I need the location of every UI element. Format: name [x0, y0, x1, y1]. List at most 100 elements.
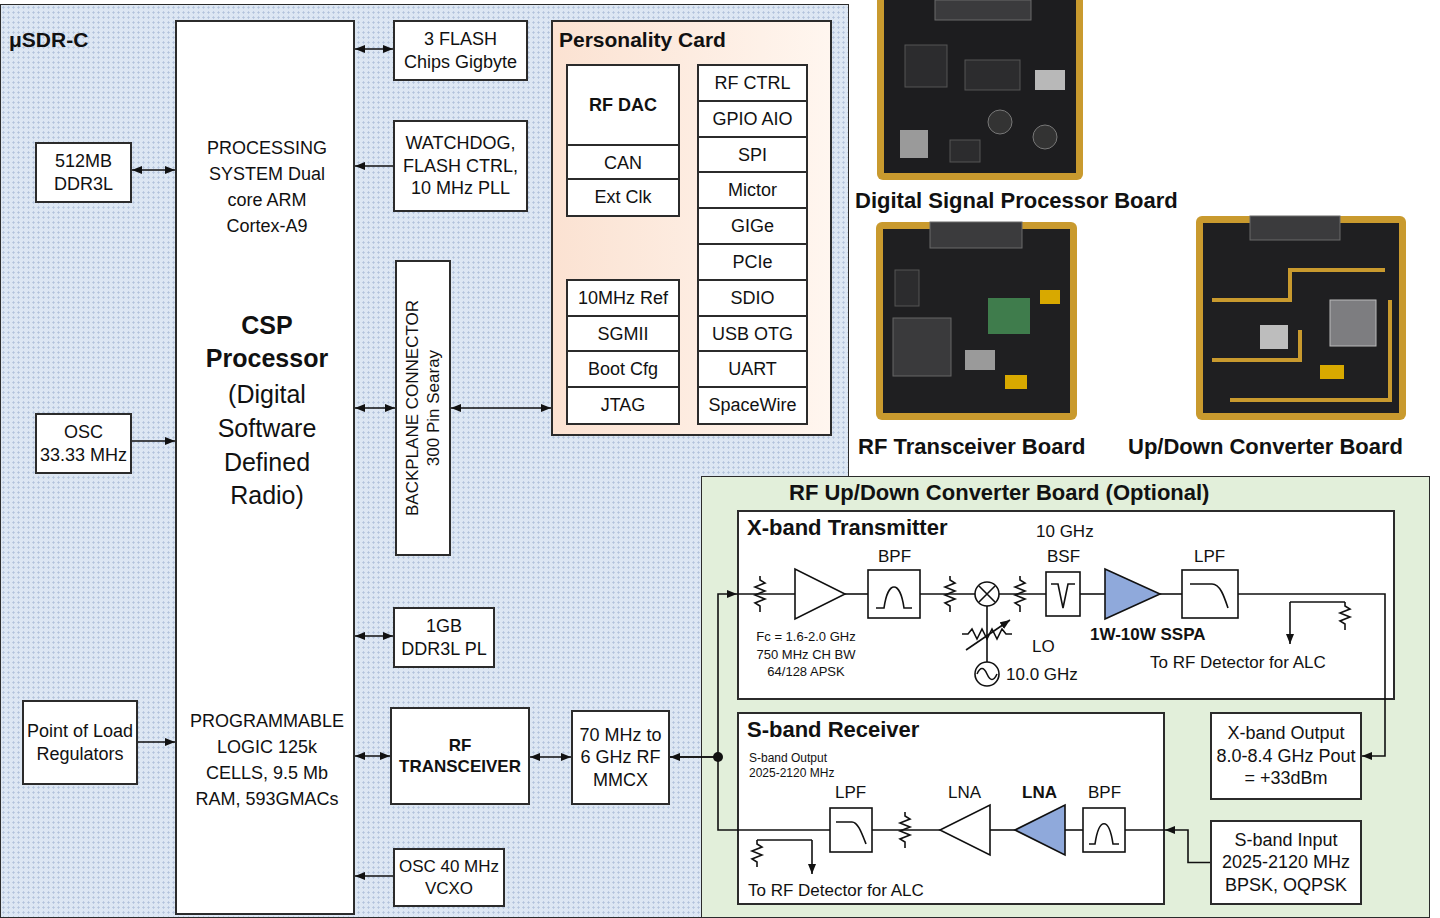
box-label: PROCESSING SYSTEM Dual core ARM Cortex-A… — [197, 135, 337, 239]
signal-note: To RF Detector for ALC — [748, 880, 924, 901]
module — [988, 298, 1030, 334]
detector-tap — [1289, 602, 1291, 644]
box-label: 10MHz Ref — [578, 287, 668, 310]
lna-symbol — [940, 805, 990, 855]
interface-cell: RF DAC — [566, 64, 680, 146]
interface-cell: SDIO — [697, 279, 808, 318]
oscillator-box: OSC 33.33 MHz — [35, 413, 132, 474]
rf-line — [737, 593, 795, 595]
junction-dot — [713, 752, 723, 762]
box-label: S-band Receiver — [747, 716, 919, 744]
board-body — [884, 0, 1076, 173]
part-label: BSF — [1047, 546, 1080, 567]
box-label: 3 FLASH Chips Gigbyte — [401, 28, 520, 73]
inductor — [988, 110, 1012, 134]
filter-curve — [876, 587, 912, 608]
board-connector — [935, 0, 1031, 20]
chip — [893, 318, 951, 376]
memory-box: 512MB DDR3L — [35, 142, 132, 203]
spec-note: S-band Output 2025-2120 MHz — [749, 751, 849, 781]
power-amplifier-symbol — [1105, 569, 1160, 619]
box-label: μSDR-C — [9, 27, 88, 53]
box-label: USB OTG — [712, 323, 793, 346]
filter-curve — [1051, 584, 1075, 608]
box-label: Point of Load Regulators — [26, 720, 134, 765]
lna-symbol — [1015, 805, 1065, 855]
board-connector — [930, 222, 1022, 248]
capacitor — [1320, 365, 1344, 379]
rf-transceiver-board-photo — [876, 222, 1077, 420]
variable-arrow — [966, 620, 1010, 650]
connector — [355, 165, 393, 167]
mixer-cross — [979, 586, 995, 602]
interface-cell: RF CTRL — [697, 64, 808, 103]
box-label: GIGe — [731, 215, 774, 238]
interface-cell: SGMII — [566, 315, 680, 354]
box-label: SPI — [738, 144, 767, 167]
chip — [1330, 300, 1376, 346]
connector — [355, 407, 395, 409]
box-label: Personality Card — [559, 27, 726, 53]
box-label: 70 MHz to 6 GHz RF MMCX — [575, 724, 666, 792]
interface-cell: PCIe — [697, 243, 808, 282]
rf-line — [1238, 594, 1385, 700]
oscillator-box: OSC 40 MHz VCXO — [393, 848, 505, 907]
box-label: Ext Clk — [594, 186, 651, 209]
amplifier-symbol — [795, 569, 845, 619]
oscillator-symbol — [975, 662, 999, 686]
lowpass-filter — [1182, 570, 1238, 618]
filter-curve — [1190, 584, 1228, 608]
box-label: RF DAC — [589, 94, 657, 117]
box-label: Boot Cfg — [588, 358, 658, 381]
attenuator-symbol — [755, 576, 765, 612]
capacitor — [1005, 375, 1027, 389]
connector — [355, 875, 393, 877]
chip — [965, 350, 995, 370]
box-label: RF CTRL — [715, 72, 791, 95]
socket — [895, 270, 919, 306]
board-body — [1203, 223, 1399, 413]
connector — [1165, 830, 1210, 863]
lowpass-filter — [830, 808, 872, 852]
connector — [1362, 700, 1385, 756]
box-label: CSP Processor — [197, 309, 337, 374]
control-box: WATCHDOG, FLASH CTRL, 10 MHz PLL — [393, 120, 528, 212]
transmitter-chain — [737, 569, 1385, 700]
connector — [670, 757, 737, 830]
part-label: LNA — [1022, 782, 1057, 803]
interface-cell: Mictor — [697, 171, 808, 210]
box-label: OSC 40 MHz VCXO — [397, 856, 501, 899]
rf-line — [1125, 829, 1165, 831]
box-label: 1GB DDR3L PL — [397, 615, 491, 660]
receiver-chain — [737, 805, 1165, 874]
box-label: JTAG — [601, 394, 646, 417]
dsp-board-photo — [877, 0, 1083, 180]
board-edge — [876, 222, 1077, 420]
chip — [905, 45, 947, 87]
rf-line — [1080, 593, 1105, 595]
chip — [900, 130, 928, 158]
lo-line — [986, 606, 988, 662]
rf-line — [999, 593, 1046, 595]
box-label: 512MB DDR3L — [39, 150, 128, 195]
frequency-label: 10 GHz — [1036, 521, 1094, 542]
interface-cell: GIGe — [697, 207, 808, 246]
box-label: RF Up/Down Converter Board (Optional) — [789, 479, 1209, 507]
part-label: 1W-10W SSPA — [1090, 624, 1206, 645]
part-label: LPF — [835, 782, 866, 803]
bandpass-filter — [868, 570, 920, 618]
transceiver-box: RF TRANSCEIVER — [390, 707, 530, 805]
inductor — [1033, 125, 1057, 149]
attenuator-symbol — [900, 812, 910, 848]
chip — [965, 60, 1020, 90]
rf-line — [1065, 829, 1083, 831]
box-label: Mictor — [728, 179, 777, 202]
termination-resistor — [1340, 602, 1350, 630]
connector — [132, 169, 175, 171]
box-label: SpaceWire — [708, 394, 796, 417]
rf-line — [1160, 593, 1182, 595]
input-box: S-band Input 2025-2120 MHz BPSK, OQPSK — [1210, 820, 1362, 905]
box-label: GPIO AIO — [712, 108, 792, 131]
board-edge — [877, 0, 1083, 180]
